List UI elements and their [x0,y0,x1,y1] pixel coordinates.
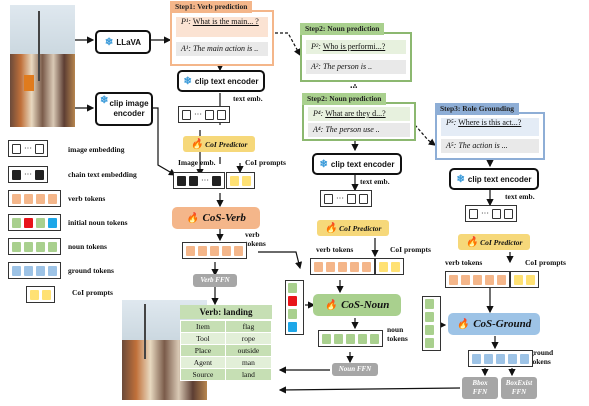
ground-tokens-row [468,350,533,367]
fire-icon: 🔥 [324,299,338,311]
clip-image-encoder-label: clip image encoder [109,99,149,118]
col-prompts-row-3 [510,271,539,288]
noun-tokens-column [422,296,441,351]
role-cell: Tool [180,332,226,345]
role-cell: Place [180,344,226,357]
col-predictor-3: 🔥CoI Predictor [458,234,530,250]
verb-tokens-label-3: verb tokens [445,258,483,267]
role-cell: Agent [180,356,226,369]
image-emb-label: Image emb. [178,158,216,167]
llava-box: ❄ LLaVA [95,30,151,54]
legend-label-5: ground tokens [68,266,114,275]
step2a-box: Step2: Noun prediction P²: Who is perfor… [300,23,412,82]
step3-answer: A⁵: The action is ... [441,139,539,153]
value-cell: outside [224,344,273,357]
step3-header: Step3: Role Grounding [435,103,520,115]
verb-table-title: Verb: landing [180,305,272,319]
fire-icon: 🔥 [190,138,204,150]
verb-tokens-label-2: verb tokens [316,245,354,254]
col-predictor-2: 🔥CoI Predictor [317,220,389,236]
step2b-box: Step2: Noun prediction P⁴: What are they… [302,93,416,141]
step1-header: Step1: Verb prediction [170,1,253,13]
legend-label-0: image embedding [68,145,125,154]
step2b-answer: A⁴: The person use .. [308,123,410,137]
fire-icon: 🔥 [465,236,479,248]
legend-label-2: verb tokens [68,194,106,203]
col-prompts-label-1: CoI prompts [245,158,286,167]
legend-label-6: CoI prompts [72,288,113,297]
clip-text-encoder-2: ❄clip text encoder [312,153,402,175]
role-cell: Source [180,368,226,381]
verb-tokens-row-2 [310,258,375,275]
fire-icon: 🔥 [186,212,199,224]
fire-icon: 🔥 [456,318,470,330]
text-emb-row-2: ··· [320,190,372,207]
step2a-answer: A²: The person is .. [306,60,406,74]
text-emb-label-1: text emb. [233,94,263,103]
col-predictor-1: 🔥CoI Predictor [183,136,255,152]
value-cell: land [224,368,273,381]
verb-tokens-row-1 [182,242,247,259]
image-emb-row: ··· [173,172,225,189]
step2b-header: Step2: Noun prediction [302,93,387,105]
cos-ground-block: 🔥CoS-Ground [448,313,540,335]
text-emb-label-2: text emb. [360,177,390,186]
noun-ffn: Noun FFN [332,363,378,376]
clip-image-encoder: ❄ clip image encoder [95,92,153,126]
step3-question: P⁵: Where is this act...? [441,118,539,136]
input-image [10,5,75,127]
step1-box: Step1: Verb prediction P¹: What is the m… [170,1,274,66]
snowflake-icon: ❄ [183,75,192,87]
clip-text-encoder-1: ❄clip text encoder [177,70,265,92]
col-prompts-row-2 [375,258,404,275]
legend-label-4: noun tokens [68,242,107,251]
snowflake-icon: ❄ [319,158,328,170]
col-prompts-label-3: CoI prompts [525,258,566,267]
clip-text-encoder-3: ❄clip text encoder [449,168,539,190]
snowflake-icon: ❄ [100,95,109,106]
step2a-header: Step2: Noun prediction [300,23,385,35]
verb-tokens-row-3 [445,271,510,288]
legend-label-1: chain text embedding [68,170,137,179]
step2b-question: P⁴: What are they d...? [308,107,410,121]
role-cell: Item [180,320,226,333]
value-cell: rope [224,332,273,345]
noun-tokens-row [318,330,383,347]
snowflake-icon: ❄ [456,173,465,185]
llava-label: LLaVA [116,37,142,47]
text-emb-label-3: text emb. [505,192,535,201]
value-cell: flag [224,320,273,333]
snowflake-icon: ❄ [104,36,114,48]
verb-ffn: Verb FFN [193,274,237,287]
text-emb-row-3: ··· [465,205,517,222]
cos-noun-block: 🔥CoS-Noun [313,294,401,316]
fire-icon: 🔥 [324,222,338,234]
col-prompts-row-1 [226,172,255,189]
value-cell: man [224,356,273,369]
legend-label-3: initial noun tokens [68,218,128,227]
step2a-question: P²: Who is performi...? [306,40,406,54]
ellipsis: ... [350,80,358,91]
step3-box: Step3: Role Grounding P⁵: Where is this … [435,103,545,160]
initial-noun-column [285,280,304,335]
step1-answer: A¹: The main action is .. [176,42,268,56]
step1-question: P¹: What is the main... ? [176,17,268,37]
col-prompts-label-2: CoI prompts [390,245,431,254]
cos-verb-block: 🔥CoS-Verb [172,207,260,229]
text-emb-row-1: ··· [178,106,230,123]
